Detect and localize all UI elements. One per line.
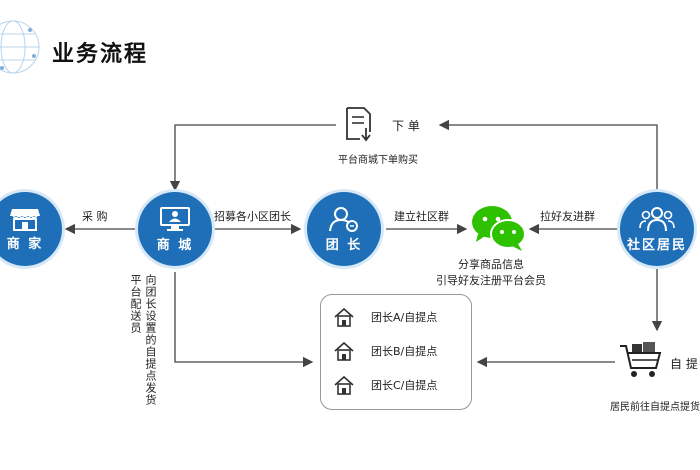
wechat-caption-line1: 分享商品信息 (458, 258, 524, 271)
pickup-label: 自 提 (670, 357, 698, 371)
storefront-icon (10, 208, 40, 231)
node-leader-label: 团 长 (325, 237, 363, 253)
order-document-icon (346, 107, 371, 142)
pickup-points-box: 团长A/自提点 团长B/自提点 团长C/自提点 (320, 294, 472, 410)
build-group-label: 建立社区群 (394, 210, 449, 223)
recruit-label: 招募各小区团长 (214, 210, 291, 223)
wechat-caption-line2: 引导好友注册平台会员 (436, 274, 546, 287)
invite-friends-label: 拉好友进群 (540, 210, 595, 223)
node-leader: 团 长 (307, 192, 381, 266)
monitor-user-icon (160, 206, 190, 231)
house-icon (334, 307, 354, 327)
pickup-point-label: 团长C/自提点 (371, 379, 438, 392)
arrow-order (438, 119, 658, 194)
order-label: 下 单 (392, 119, 420, 133)
delivery-label-right: 向团长设置的自提点发货 (144, 274, 157, 406)
arrow-delivery (174, 272, 314, 368)
arrow-order-to-mall (169, 124, 336, 192)
node-mall: 商 城 (138, 192, 212, 266)
order-caption: 平台商城下单购买 (338, 155, 418, 166)
pickup-point-label: 团长A/自提点 (371, 311, 438, 324)
house-icon (334, 341, 354, 361)
pickup-point: 团长C/自提点 (333, 375, 437, 395)
pickup-point: 团长A/自提点 (333, 307, 437, 327)
user-badge-icon (329, 206, 358, 232)
node-residents-label: 社区居民 (626, 237, 687, 253)
wechat-icon (472, 206, 526, 251)
node-merchant-label: 商 家 (6, 236, 44, 252)
node-mall-label: 商 城 (156, 237, 194, 253)
globe-decoration-icon (0, 20, 40, 74)
node-residents: 社区居民 (620, 192, 694, 266)
shopping-cart-icon (620, 342, 662, 377)
delivery-label-left: 平台配送员 (129, 274, 142, 334)
pickup-caption: 居民前往自提点提货 (610, 402, 700, 413)
node-merchant: 商 家 (0, 192, 62, 266)
page-title: 业务流程 (52, 42, 149, 67)
house-icon (334, 375, 354, 395)
group-users-icon (639, 206, 675, 231)
pickup-point-label: 团长B/自提点 (371, 345, 438, 358)
pickup-point: 团长B/自提点 (333, 341, 437, 361)
purchase-label: 采 购 (82, 210, 108, 223)
